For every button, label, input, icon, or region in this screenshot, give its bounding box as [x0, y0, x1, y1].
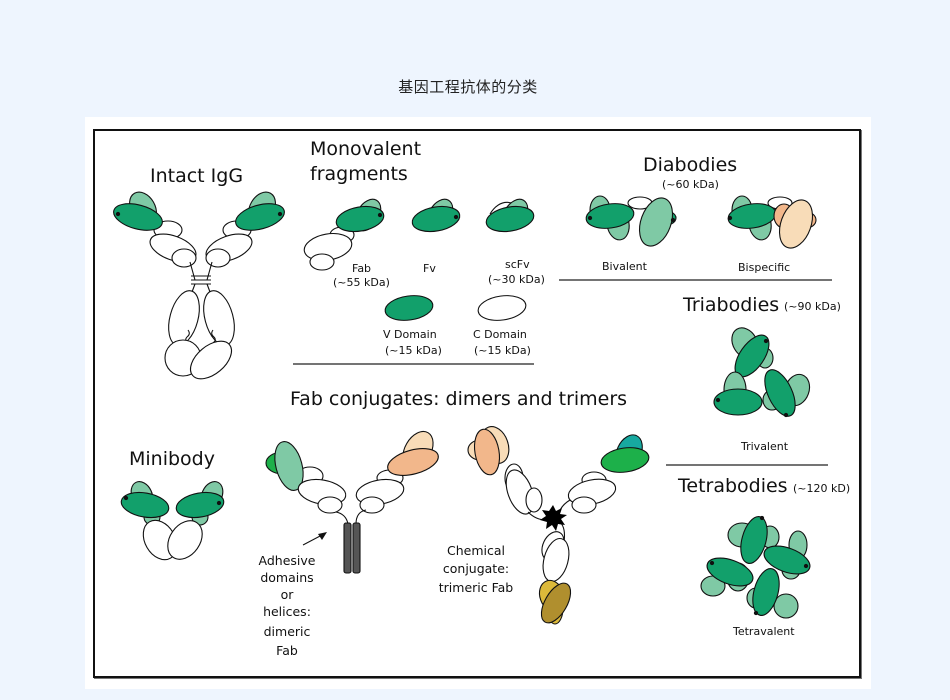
cl-lower	[205, 248, 231, 268]
c-domain-size: (~15 kDa)	[474, 344, 531, 357]
tetrabody-figure	[700, 515, 811, 619]
minibody-title: Minibody	[129, 448, 215, 470]
label-line: helices:	[263, 604, 311, 619]
triabodies-size: (~90 kDa)	[784, 300, 841, 313]
fv-label: Fv	[423, 262, 436, 275]
ch2-domain	[168, 290, 200, 346]
v-domain-legend-icon	[384, 295, 434, 321]
minibody-figure	[120, 481, 225, 561]
scfv-label: scFv	[505, 258, 530, 271]
triabodies-title: Triabodies	[682, 294, 779, 316]
diabodies-title: Diabodies	[643, 154, 737, 176]
slide-title: 基因工程抗体的分类	[398, 78, 538, 96]
fab-size: (~55 kDa)	[333, 276, 390, 289]
label-line: Fab	[276, 643, 298, 658]
label-line: Chemical	[447, 543, 505, 558]
scfv-size: (~30 kDa)	[488, 273, 545, 286]
fab-label: Fab	[352, 262, 371, 275]
dimeric-fab-label: Adhesive domains or helices: dimeric Fab	[259, 553, 316, 658]
tetrabodies-title: Tetrabodies	[677, 475, 788, 497]
chemical-linker-icon	[540, 505, 567, 531]
tetrabodies-size: (~120 kD)	[793, 482, 850, 495]
monovalent-title-line2: fragments	[310, 163, 408, 185]
helix-bar	[352, 522, 361, 574]
trivalent-label: Trivalent	[740, 440, 789, 453]
vh-domain	[113, 203, 163, 231]
intact-igg-title: Intact IgG	[150, 165, 243, 187]
label-line: conjugate:	[443, 561, 509, 576]
diabody-bivalent-figure	[585, 195, 677, 247]
label-line: or	[281, 587, 295, 602]
c-domain-label: C Domain	[473, 328, 527, 341]
trimeric-fab-label: Chemical conjugate: trimeric Fab	[439, 543, 514, 595]
tetravalent-label: Tetravalent	[732, 625, 795, 638]
diabody-bispecific-figure	[727, 195, 817, 249]
label-line: trimeric Fab	[439, 580, 514, 595]
fv-figure	[411, 198, 461, 233]
label-line: dimeric	[264, 624, 311, 639]
label-line: Adhesive	[259, 553, 316, 568]
v-domain-label: V Domain	[383, 328, 437, 341]
v-domain-size: (~15 kDa)	[385, 344, 442, 357]
ch3-domain	[189, 340, 233, 380]
bivalent-label: Bivalent	[602, 260, 648, 273]
ch2-domain	[203, 290, 235, 346]
helix-bar	[343, 522, 352, 574]
cl-lower	[171, 248, 197, 268]
fab-conjugates-title: Fab conjugates: dimers and trimers	[290, 388, 627, 410]
label-line: domains	[260, 570, 313, 585]
fab-figure	[303, 198, 385, 271]
triabody-figure	[713, 327, 811, 418]
monovalent-title-line1: Monovalent	[310, 138, 421, 160]
arrow-line	[302, 534, 323, 546]
bispecific-label: Bispecific	[738, 261, 790, 274]
dimeric-fab-figure	[265, 430, 439, 574]
vh-domain	[235, 203, 285, 231]
diabodies-size: (~60 kDa)	[662, 178, 719, 191]
c-domain-legend-icon	[477, 295, 527, 321]
figure-frame	[93, 129, 861, 678]
arrow-head-icon	[318, 532, 327, 540]
trimeric-fab-figure	[467, 426, 650, 625]
intact-igg-figure	[113, 191, 285, 380]
scfv-figure	[485, 198, 535, 233]
